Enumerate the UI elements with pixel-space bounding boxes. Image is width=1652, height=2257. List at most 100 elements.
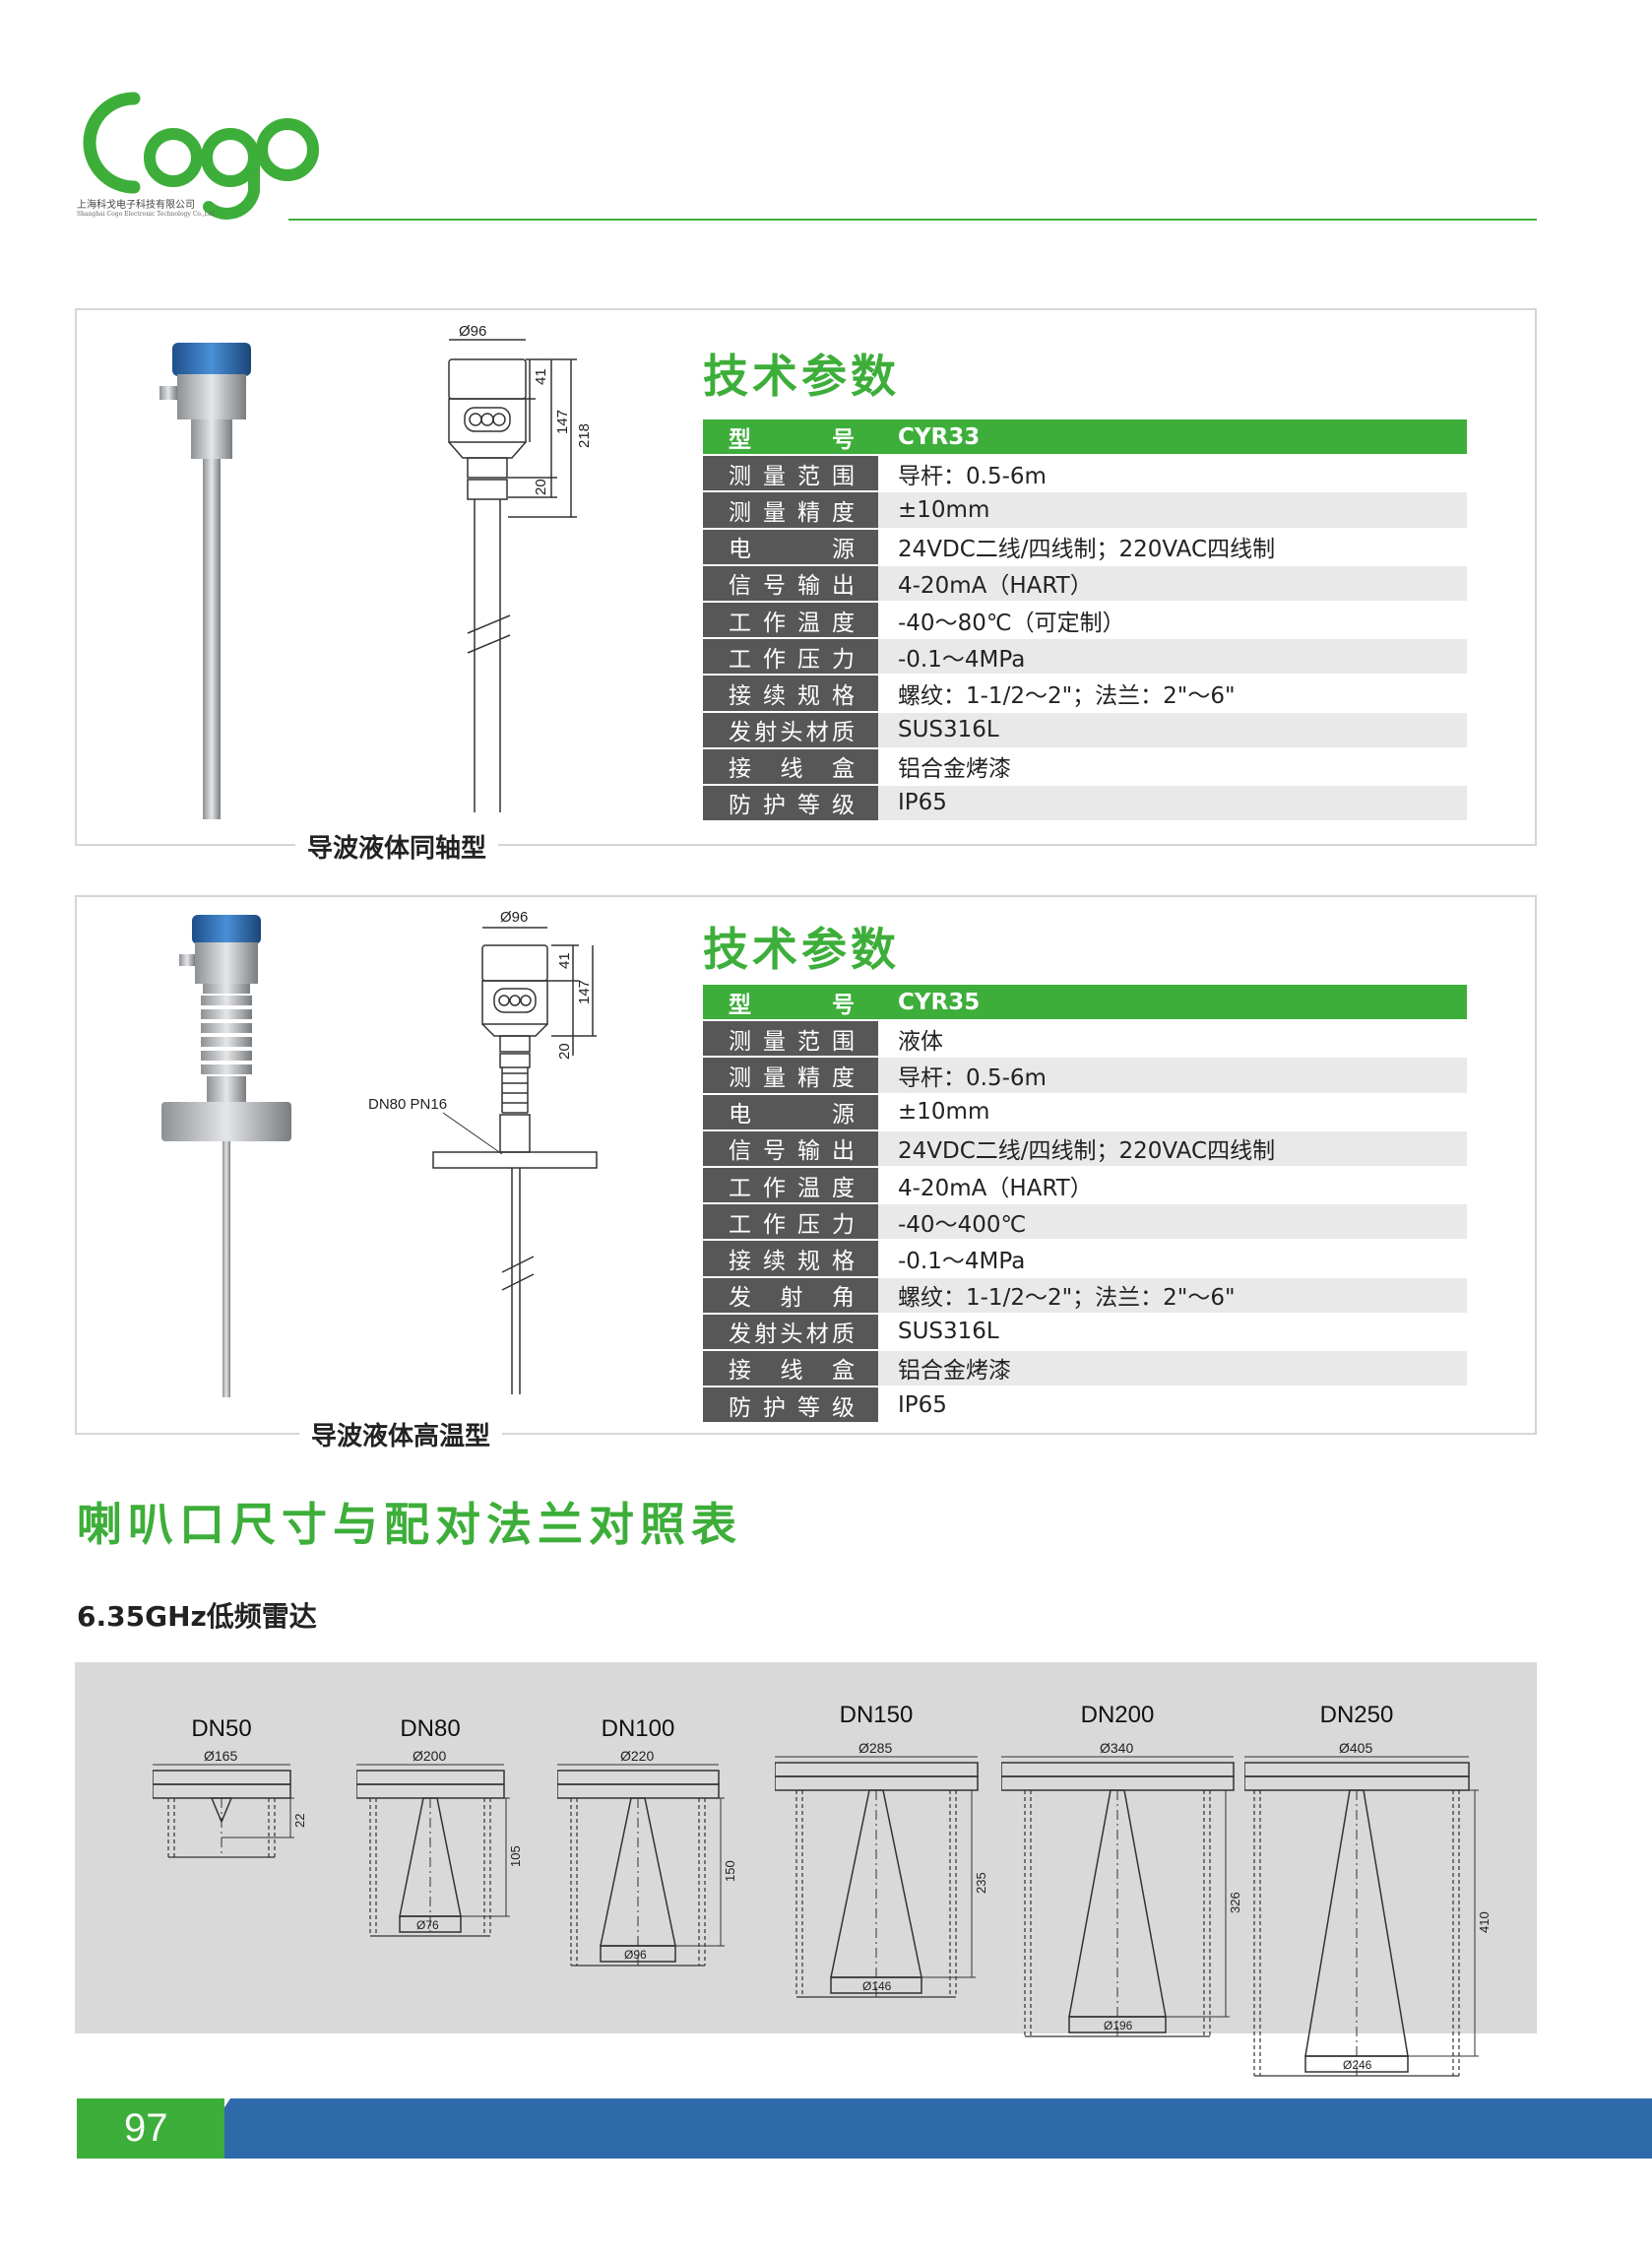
spec-value: IP65 [878, 1386, 1467, 1425]
spec-key: 测量精度 [703, 491, 878, 530]
flange-dia-label: Ø285 [858, 1740, 892, 1756]
flange-dia-label: Ø220 [620, 1748, 654, 1764]
spec-value: 螺纹：1-1/2～2"；法兰：2"～6" [878, 675, 1467, 713]
spec-value: SUS316L [878, 711, 1467, 749]
flange-dia-label: Ø405 [1339, 1740, 1372, 1756]
horn-height-label: 105 [508, 1845, 523, 1867]
horn-dn-label: DN100 [601, 1715, 675, 1742]
spec-value: ±10mm [878, 1093, 1467, 1131]
spec-row: 接线盒铝合金烤漆 [703, 1349, 1467, 1388]
spec-value: 螺纹：1-1/2～2"；法兰：2"～6" [878, 1276, 1467, 1315]
horn-section-title: 喇叭口尺寸与配对法兰对照表 [77, 1498, 742, 1551]
product-photo-cyr33 [159, 343, 251, 819]
horn-mouth-label: Ø246 [1343, 2058, 1372, 2072]
horn-dn-label: DN200 [1080, 1702, 1155, 1728]
svg-text:218: 218 [576, 423, 593, 448]
horn-height-label: 410 [1477, 1911, 1492, 1933]
company-logo [73, 81, 339, 228]
spec-value: 导杆：0.5-6m [878, 1057, 1467, 1095]
spec-model: CYR35 [878, 985, 1467, 1022]
spec-row: 接续规格螺纹：1-1/2～2"；法兰：2"～6" [703, 675, 1467, 713]
spec-value: IP65 [878, 784, 1467, 823]
horn-section-subtitle: 6.35GHz低频雷达 [77, 1600, 317, 1633]
spec-row: 接线盒铝合金烤漆 [703, 747, 1467, 786]
spec-value: 4-20mA（HART） [878, 1166, 1467, 1205]
spec-value: -0.1～4MPa [878, 1240, 1467, 1278]
spec-key: 电源 [703, 528, 878, 566]
spec-row: 发射角螺纹：1-1/2～2"；法兰：2"～6" [703, 1276, 1467, 1315]
horn-dn-label: DN250 [1319, 1702, 1394, 1728]
header-rule [288, 219, 1537, 221]
company-name-en: Shanghai Cogo Electronic Technology Co.,… [77, 211, 215, 218]
spec-value: -40～400℃ [878, 1203, 1467, 1242]
horn-mouth-label: Ø196 [1104, 2019, 1133, 2032]
spec-row: 工作压力-0.1～4MPa [703, 638, 1467, 677]
horn-height-label: 326 [1228, 1892, 1242, 1913]
spec-row: 测量精度导杆：0.5-6m [703, 1057, 1467, 1095]
spec-key: 接续规格 [703, 675, 878, 713]
svg-text:Ø96: Ø96 [500, 909, 528, 926]
spec-key: 发射角 [703, 1276, 878, 1315]
spec-key: 防护等级 [703, 1386, 878, 1425]
spec-key: 接续规格 [703, 1240, 878, 1278]
horn-mouth-label: Ø146 [862, 1979, 892, 1993]
spec-row: 工作压力-40～400℃ [703, 1203, 1467, 1242]
spec-key: 测量精度 [703, 1057, 878, 1095]
spec-row: 电源±10mm [703, 1093, 1467, 1131]
svg-text:41: 41 [556, 952, 573, 969]
flange-dia-label: Ø200 [413, 1748, 446, 1764]
spec-value: ±10mm [878, 491, 1467, 530]
product-caption-cyr33: 导波液体同轴型 [295, 828, 499, 865]
spec-key: 接线盒 [703, 1349, 878, 1388]
spec-value: 铝合金烤漆 [878, 747, 1467, 786]
page-number-badge [77, 2098, 224, 2159]
cogo-logo-mark [83, 92, 319, 220]
spec-key: 信号输出 [703, 564, 878, 603]
spec-key: 发射头材质 [703, 711, 878, 749]
spec-row: 接续规格-0.1～4MPa [703, 1240, 1467, 1278]
svg-text:20: 20 [533, 479, 549, 495]
spec-row: 测量范围导杆：0.5-6m [703, 455, 1467, 493]
spec-key: 工作压力 [703, 1203, 878, 1242]
footer-bar [177, 2098, 1652, 2159]
horn-height-label: 22 [292, 1814, 307, 1828]
spec-key: 接线盒 [703, 747, 878, 786]
spec-key: 防护等级 [703, 784, 878, 823]
spec-title-cyr33: 技术参数 [703, 350, 900, 403]
horn-dn-label: DN80 [400, 1715, 461, 1742]
spec-value: SUS316L [878, 1313, 1467, 1351]
drawing-dia-label: Ø96 [459, 323, 486, 340]
spec-value: -0.1～4MPa [878, 638, 1467, 677]
spec-key: 工作温度 [703, 1166, 878, 1205]
spec-key: 发射头材质 [703, 1313, 878, 1351]
svg-text:41: 41 [533, 368, 549, 385]
spec-key: 型号 [703, 419, 878, 457]
spec-value: 4-20mA（HART） [878, 564, 1467, 603]
spec-row: 工作温度-40～80℃（可定制） [703, 601, 1467, 640]
flange-dia-label: Ø165 [204, 1748, 237, 1764]
spec-value: 铝合金烤漆 [878, 1349, 1467, 1388]
spec-row: 测量范围液体 [703, 1020, 1467, 1059]
horn-dn-label: DN150 [839, 1702, 914, 1728]
spec-value: -40～80℃（可定制） [878, 601, 1467, 640]
horn-height-label: 235 [974, 1872, 988, 1894]
spec-key: 测量范围 [703, 1020, 878, 1059]
spec-key: 信号输出 [703, 1129, 878, 1168]
svg-text:147: 147 [576, 980, 593, 1004]
svg-text:147: 147 [554, 410, 571, 434]
product-caption-cyr35: 导波液体高温型 [299, 1416, 503, 1452]
spec-model: CYR33 [878, 419, 1467, 457]
